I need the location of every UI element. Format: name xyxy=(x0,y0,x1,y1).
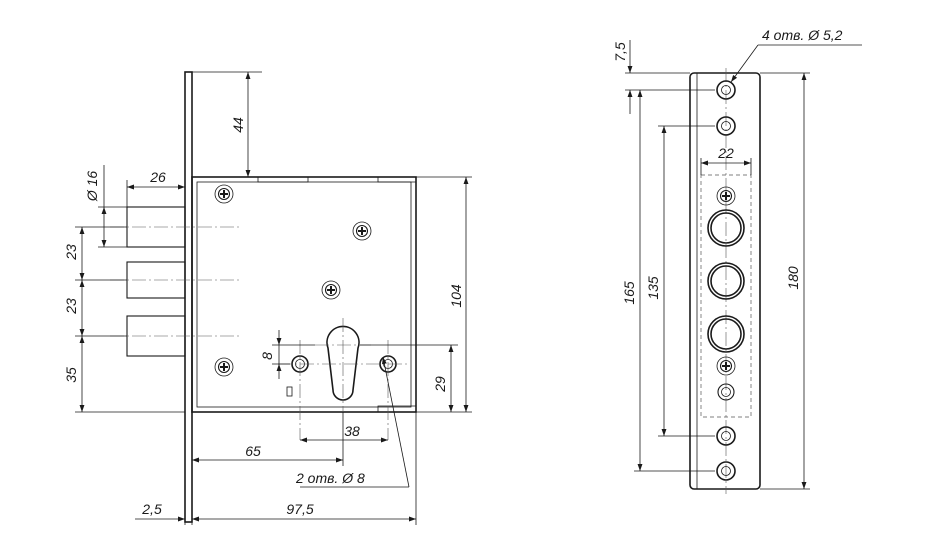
faceplate-holes xyxy=(716,80,736,481)
dim-faceplate-width: 22 xyxy=(717,145,734,161)
dim-bolt-diameter: Ø 16 xyxy=(84,171,100,203)
screw-icon xyxy=(214,184,234,204)
faceplate-edge xyxy=(184,71,193,523)
lock-body-view: 44 26 Ø 16 23 23 35 104 8 xyxy=(63,71,472,525)
faceplate-hole xyxy=(716,80,736,100)
dim-bolt-pitch-2: 23 xyxy=(63,298,79,315)
dim-bolt-length: 26 xyxy=(149,169,166,185)
dim-total-depth: 97,5 xyxy=(286,501,313,517)
dim-faceplate-length: 180 xyxy=(785,266,801,290)
note-faceplate-holes: 4 отв. Ø 5,2 xyxy=(762,27,843,43)
dim-backset: 65 xyxy=(245,443,261,459)
dim-top-hole-offset: 7,5 xyxy=(612,42,628,62)
cylinder-keyhole xyxy=(326,325,360,401)
dim-body-height: 104 xyxy=(448,284,464,308)
dim-inner-hole-spacing: 135 xyxy=(645,276,661,300)
latch-slot xyxy=(286,386,293,397)
dim-bottom-bolt-offset: 35 xyxy=(63,367,79,383)
dim-cylinder-spacing: 38 xyxy=(344,423,360,439)
screw-icon xyxy=(214,357,234,377)
screw-icon xyxy=(352,221,372,241)
deadbolt-end xyxy=(707,262,745,300)
dim-faceplate-thickness: 2,5 xyxy=(141,501,162,517)
dim-top-offset: 44 xyxy=(230,117,246,133)
deadbolt-end xyxy=(707,209,745,247)
screw-icon xyxy=(321,280,341,300)
deadbolts xyxy=(110,206,240,357)
dim-cylinder-height: 29 xyxy=(432,376,448,393)
faceplate-hole xyxy=(716,426,736,446)
deadbolt-end xyxy=(707,315,745,353)
deadbolt-ends xyxy=(707,209,745,353)
dim-keyhole-offset: 8 xyxy=(259,352,275,360)
dim-outer-hole-spacing: 165 xyxy=(621,281,637,305)
faceplate-hole xyxy=(716,116,736,136)
note-body-holes: 2 отв. Ø 8 xyxy=(295,470,365,486)
faceplate-view: 7,5 4 отв. Ø 5,2 22 165 135 180 xyxy=(612,27,862,494)
dim-bolt-pitch-1: 23 xyxy=(63,244,79,261)
faceplate-hole xyxy=(716,461,736,481)
faceplate xyxy=(689,72,761,490)
lock-case xyxy=(191,176,417,413)
lock-case-inner xyxy=(196,181,412,408)
